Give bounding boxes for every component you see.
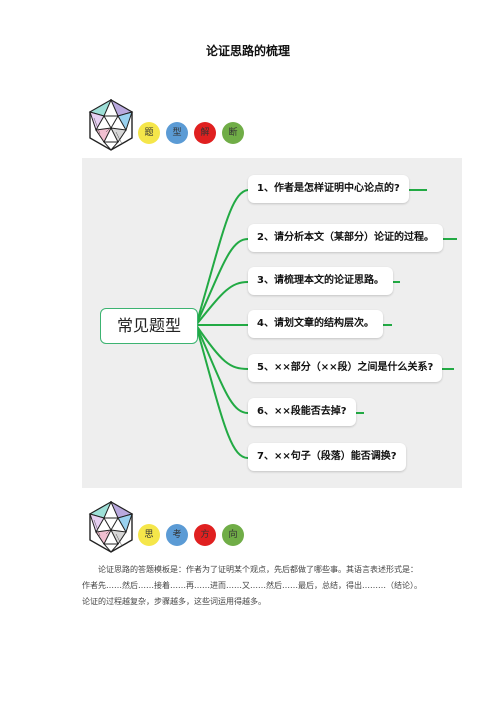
question-type-6: 6、××段能否去掉? bbox=[248, 398, 356, 426]
banner-bottom-char-2: 考 bbox=[166, 524, 188, 546]
question-type-2: 2、请分析本文（某部分）论证的过程。 bbox=[248, 224, 443, 252]
banner-bottom-char-1: 思 bbox=[138, 524, 160, 546]
paragraph-text: 论证思路的答题模板是：作者为了证明某个观点，先后都做了哪些事。其语言表述形式是：… bbox=[82, 565, 422, 606]
question-type-5: 5、××部分（××段）之间是什么关系? bbox=[248, 354, 443, 382]
page-title: 论证思路的梳理 bbox=[205, 44, 290, 58]
question-type-3: 3、请梳理本文的论证思路。 bbox=[248, 267, 393, 295]
connector-1 bbox=[195, 189, 427, 326]
banner-top-char-4: 断 bbox=[222, 122, 244, 144]
banner-bottom: 思 考 方 向 bbox=[88, 500, 268, 560]
answer-template-paragraph: 论证思路的答题模板是：作者为了证明某个观点，先后都做了哪些事。其语言表述形式是：… bbox=[82, 562, 422, 610]
banner-top-char-1: 题 bbox=[138, 122, 160, 144]
icosahedron-icon bbox=[88, 98, 134, 151]
connector-7 bbox=[195, 324, 402, 459]
banner-top-char-3: 解 bbox=[194, 122, 216, 144]
connector-2 bbox=[195, 238, 457, 326]
question-type-4: 4、请划文章的结构层次。 bbox=[248, 310, 383, 338]
banner-bottom-char-4: 向 bbox=[222, 524, 244, 546]
mindmap: 常见题型 1、作者是怎样证明中心论点的? 2、请分析本文（某部分）论证的过程。 … bbox=[82, 158, 462, 488]
banner-bottom-char-3: 方 bbox=[194, 524, 216, 546]
connector-6 bbox=[195, 324, 364, 414]
connector-5 bbox=[195, 324, 454, 370]
connector-3 bbox=[195, 281, 400, 326]
mindmap-center-topic: 常见题型 bbox=[100, 308, 198, 344]
icosahedron-icon bbox=[88, 500, 134, 553]
question-type-7: 7、××句子（段落）能否调换? bbox=[248, 443, 406, 471]
question-type-1: 1、作者是怎样证明中心论点的? bbox=[248, 175, 409, 203]
banner-top: 题 型 解 断 bbox=[88, 98, 268, 158]
banner-top-char-2: 型 bbox=[166, 122, 188, 144]
